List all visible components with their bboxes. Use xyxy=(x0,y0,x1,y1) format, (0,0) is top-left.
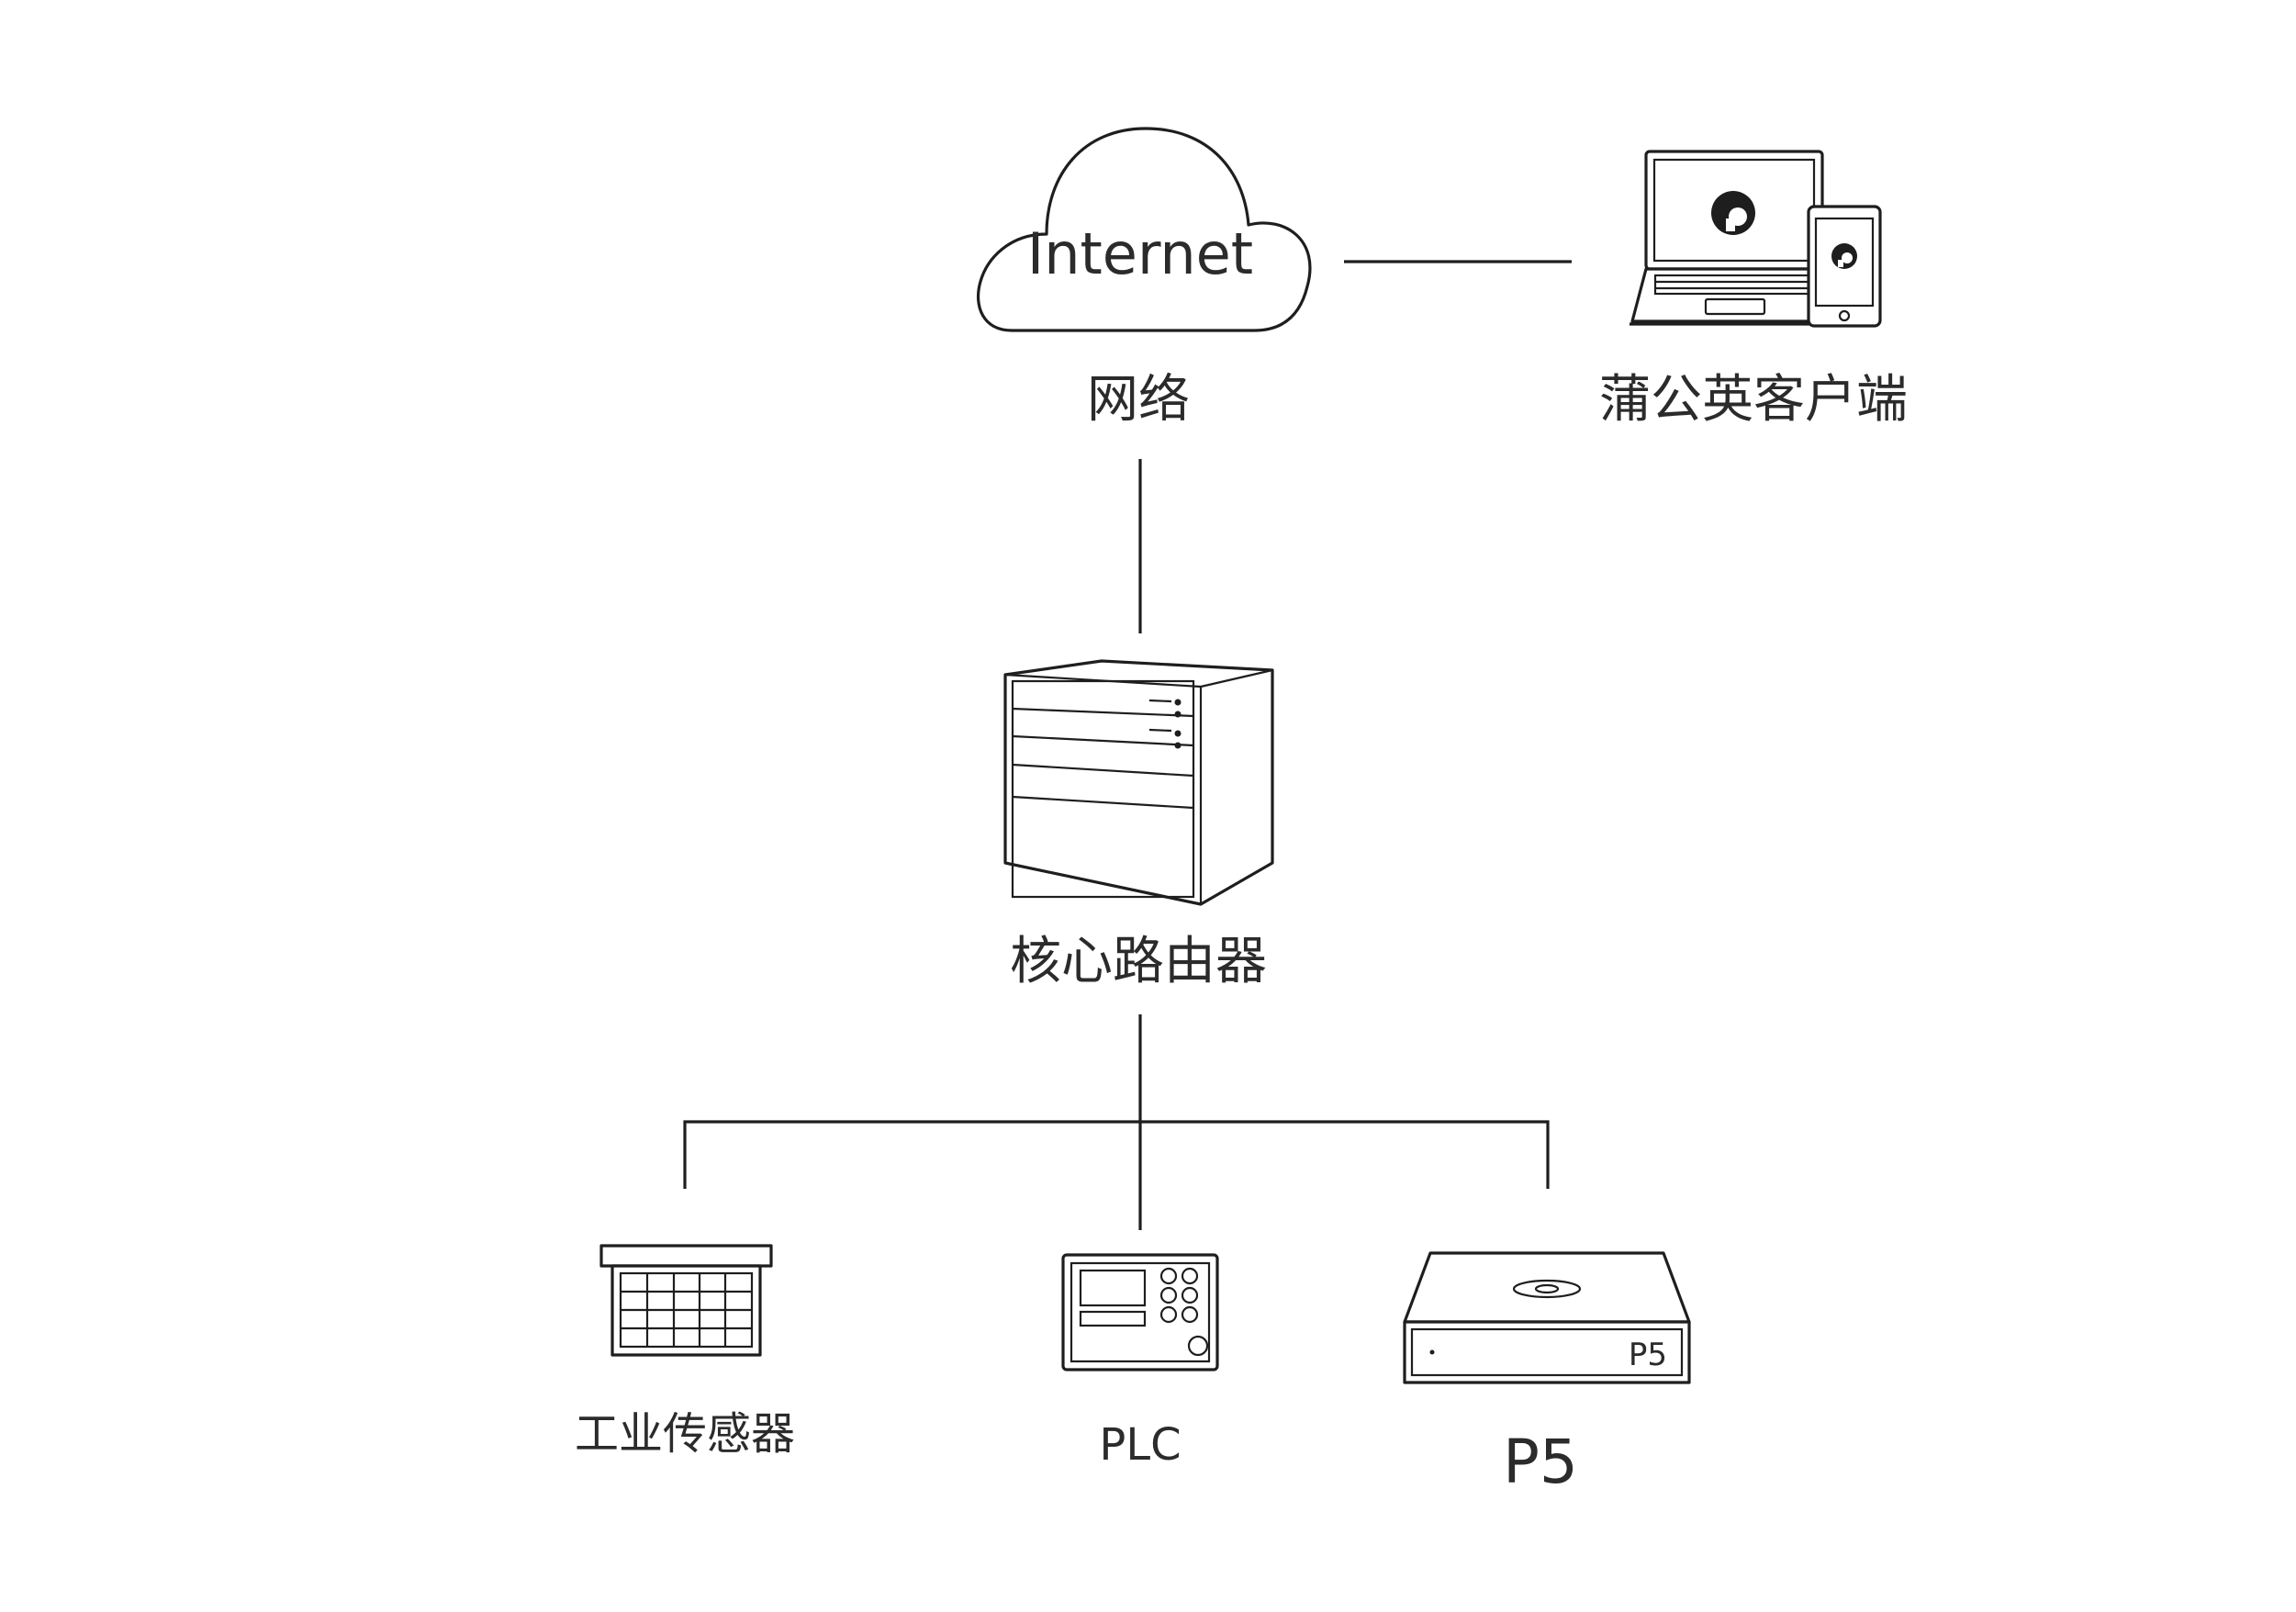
plc-icon xyxy=(1061,1253,1219,1371)
router-icon xyxy=(1003,659,1274,906)
sensor-icon xyxy=(599,1244,773,1357)
label-sensor: 工业传感器 xyxy=(574,1408,796,1460)
laptop-icon xyxy=(1630,150,1837,326)
phone-icon xyxy=(1807,205,1882,328)
label-p5: P5 xyxy=(1503,1427,1578,1497)
cloud-icon xyxy=(977,127,1312,332)
p5-device-icon xyxy=(1403,1251,1691,1384)
p5-device-text: P5 xyxy=(1629,1337,1667,1373)
cloud-internet-text: Internet xyxy=(1027,220,1253,287)
edge-bus xyxy=(683,1120,1550,1189)
label-router: 核心路由器 xyxy=(1010,932,1267,991)
label-plc: PLC xyxy=(1099,1419,1182,1471)
label-client: 蒲公英客户端 xyxy=(1599,370,1908,430)
connectors xyxy=(683,260,1572,1230)
label-internet: 网络 xyxy=(1087,370,1190,430)
